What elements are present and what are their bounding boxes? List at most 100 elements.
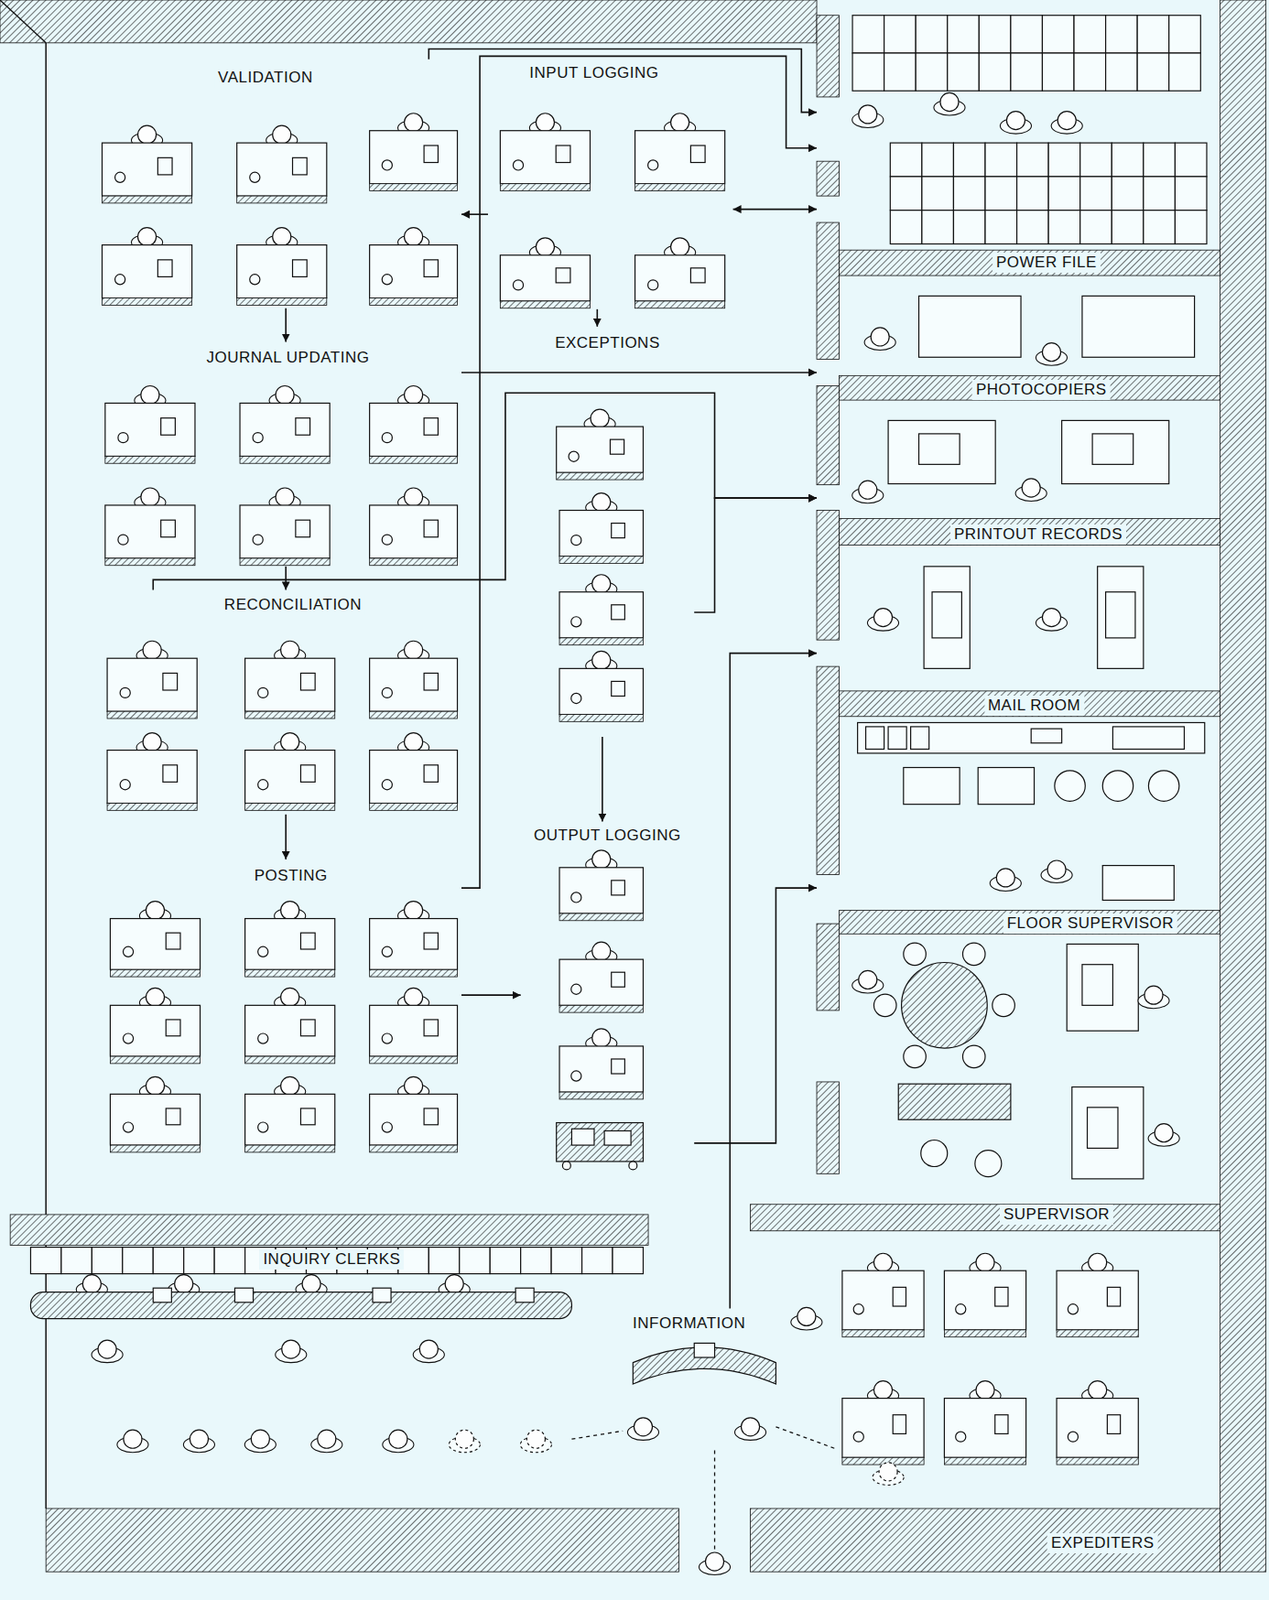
desk <box>245 1094 336 1146</box>
file-shelf <box>921 142 955 177</box>
hatched-wall <box>839 518 1221 545</box>
parcel <box>571 1128 595 1146</box>
document <box>161 520 176 538</box>
shelf-cell <box>214 1247 245 1275</box>
person-head <box>142 640 162 660</box>
document <box>423 520 438 538</box>
file-shelf <box>884 53 917 91</box>
desk-front <box>109 1145 200 1153</box>
telephone <box>381 1033 392 1044</box>
desk <box>1056 1399 1139 1459</box>
file-shelf <box>1106 53 1139 91</box>
person-head <box>404 1076 423 1096</box>
room-area: EXCEPTIONS <box>520 326 695 738</box>
hatched-wall <box>10 1214 649 1246</box>
room-label: VALIDATION <box>214 67 317 88</box>
hatched-wall <box>816 385 840 485</box>
telephone <box>648 280 659 291</box>
document <box>423 1019 438 1037</box>
mail-bin <box>977 768 1034 805</box>
terminal <box>515 1288 534 1303</box>
mail-slot <box>911 726 930 750</box>
supervisor-desk <box>1066 943 1139 1031</box>
person-head <box>592 850 611 869</box>
file-shelf <box>1080 142 1113 177</box>
document <box>611 605 626 620</box>
telephone <box>249 172 261 183</box>
person-head <box>535 238 554 257</box>
telephone <box>122 1033 133 1044</box>
desk-front <box>635 184 726 192</box>
desk <box>109 1005 200 1057</box>
room-area: POSTING <box>94 859 462 1167</box>
document <box>157 260 173 278</box>
person-head <box>317 1430 337 1449</box>
room-area: INPUT LOGGING <box>488 59 734 310</box>
document <box>611 972 626 987</box>
desk-front <box>559 556 643 564</box>
person-head <box>455 1430 474 1449</box>
person-head <box>281 1076 300 1096</box>
hatched-wall <box>816 1082 840 1174</box>
file-shelf <box>1174 176 1207 211</box>
person-head <box>142 733 162 752</box>
room-area: MAIL ROOM <box>816 694 1220 909</box>
file-shelf <box>1017 142 1050 177</box>
desk <box>107 750 197 804</box>
file-shelf <box>1169 15 1202 54</box>
desk-front <box>245 1056 336 1064</box>
person-head <box>633 1418 652 1437</box>
shelf-cell <box>489 1247 521 1275</box>
desk <box>369 1094 458 1146</box>
cabinet-door <box>1106 592 1136 639</box>
telephone <box>122 946 133 957</box>
room-label: PHOTOCOPIERS <box>972 379 1111 401</box>
telephone <box>568 451 579 462</box>
hatched-wall <box>839 691 1221 717</box>
person-head <box>404 385 423 404</box>
person-head <box>404 901 423 921</box>
telephone <box>381 433 392 444</box>
desk-front <box>105 558 196 566</box>
desk <box>245 919 336 971</box>
telephone <box>115 172 126 183</box>
room-label: INFORMATION <box>629 1313 749 1335</box>
document <box>165 1019 181 1037</box>
room-area: POWER FILE <box>816 10 1220 276</box>
person-head <box>996 868 1015 888</box>
telephone <box>381 687 392 698</box>
telephone <box>571 892 582 903</box>
desk <box>559 959 643 1006</box>
telephone <box>258 1033 269 1044</box>
file-shelf <box>1174 210 1207 245</box>
open-book <box>1112 726 1184 750</box>
desk <box>842 1399 924 1459</box>
shelf-cell <box>30 1247 61 1275</box>
flow-arrow <box>428 49 817 113</box>
desk-front <box>559 913 643 922</box>
person-head <box>1144 986 1163 1005</box>
hatched-wall <box>839 911 1221 935</box>
telephone <box>118 534 129 545</box>
file-shelf <box>1048 142 1081 177</box>
person-head <box>976 1253 995 1272</box>
document <box>423 765 438 783</box>
desk-front <box>1056 1330 1139 1338</box>
desk <box>245 750 336 804</box>
visitor-path <box>571 1431 623 1440</box>
document <box>162 672 178 691</box>
desk-front <box>1056 1457 1139 1465</box>
person-head <box>141 488 160 507</box>
room-label: POWER FILE <box>992 252 1101 273</box>
person-head <box>1006 111 1025 131</box>
photocopier <box>888 420 996 484</box>
desk <box>369 919 458 971</box>
flow-arrow <box>601 737 604 823</box>
copier-glass <box>1092 433 1134 465</box>
telephone <box>258 1122 269 1133</box>
document <box>157 157 173 175</box>
room-area: PHOTOCOPIERS <box>816 277 1220 518</box>
shelf-cell <box>428 1247 459 1275</box>
flow-arrow <box>152 392 817 590</box>
sorting-desk <box>1102 866 1174 901</box>
